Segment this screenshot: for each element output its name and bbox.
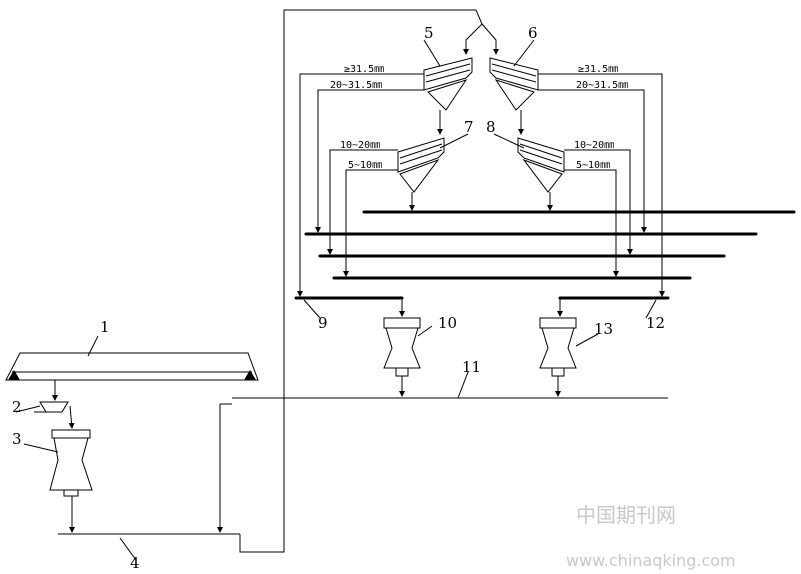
size-right-mid: 20~31.5㎜ xyxy=(576,80,628,91)
leader-lines xyxy=(15,39,657,561)
crusher-3 xyxy=(49,429,93,497)
unit-2 xyxy=(34,401,69,413)
label-8: 8 xyxy=(486,118,496,136)
size-right-5-10: 5~10㎜ xyxy=(576,160,610,171)
watermark-url: www.chinaqking.com xyxy=(566,551,736,570)
label-1: 1 xyxy=(100,318,110,336)
label-6: 6 xyxy=(528,24,538,42)
size-left-10-20: 10~20㎜ xyxy=(340,140,380,151)
screen-7 xyxy=(397,137,445,193)
size-left-mid: 20~31.5㎜ xyxy=(330,80,382,91)
size-left-over: ≥31.5㎜ xyxy=(344,64,384,75)
label-13: 13 xyxy=(594,320,613,338)
size-right-10-20: 10~20㎜ xyxy=(574,140,614,151)
label-11: 11 xyxy=(462,358,481,376)
screen-5 xyxy=(423,57,473,111)
screen-8 xyxy=(517,137,565,193)
feeder-1 xyxy=(5,352,259,381)
size-left-5-10: 5~10㎜ xyxy=(348,160,382,171)
watermark-cn: 中国期刊网 xyxy=(576,503,676,527)
size-right-over: ≥31.5㎜ xyxy=(578,64,618,75)
label-2: 2 xyxy=(12,398,22,416)
label-7: 7 xyxy=(464,118,474,136)
crusher-10 xyxy=(383,317,421,377)
label-5: 5 xyxy=(424,24,434,42)
label-12: 12 xyxy=(646,314,665,332)
label-4: 4 xyxy=(130,554,140,572)
label-10: 10 xyxy=(438,314,457,332)
product-conveyors xyxy=(304,210,796,280)
label-9: 9 xyxy=(318,314,328,332)
crusher-13 xyxy=(539,317,577,377)
label-3: 3 xyxy=(12,430,22,448)
screen-6 xyxy=(489,57,539,111)
